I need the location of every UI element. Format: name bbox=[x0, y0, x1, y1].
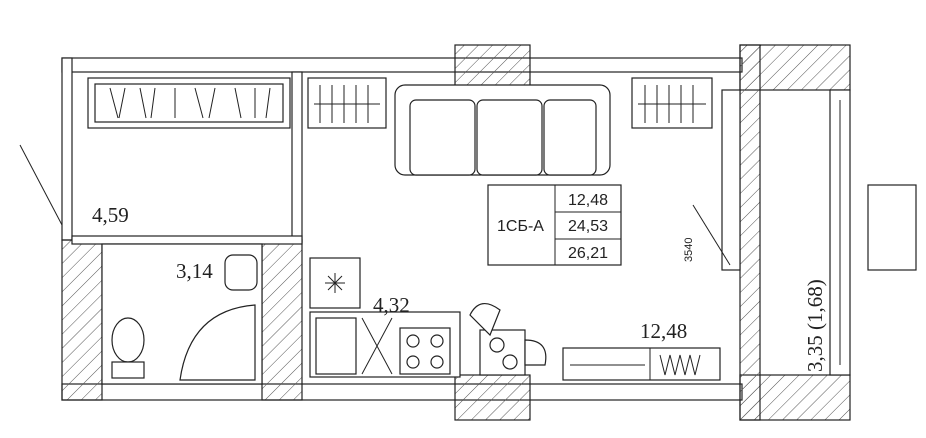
bathroom-fixtures bbox=[111, 254, 258, 381]
wall-bottom bbox=[61, 383, 743, 401]
bathroom-wall-left bbox=[61, 239, 103, 401]
entry-door-line bbox=[19, 144, 63, 226]
kitchen bbox=[309, 257, 461, 378]
area-total-with-balcony: 26,21 bbox=[568, 245, 608, 262]
wall-left bbox=[61, 57, 73, 241]
chair bbox=[524, 339, 547, 366]
balcony-area: 3,35 (1,68) bbox=[803, 279, 827, 372]
bathroom-wall-top bbox=[71, 235, 303, 245]
fridge-snowflake-icon bbox=[325, 273, 345, 293]
area-table: 1СБ-А 12,48 24,53 26,21 bbox=[487, 184, 622, 266]
chair bbox=[469, 303, 501, 337]
balcony-door bbox=[721, 89, 741, 271]
wall-top bbox=[61, 57, 743, 73]
column-bottom bbox=[454, 374, 531, 421]
sofa bbox=[394, 84, 611, 176]
shelf-left bbox=[307, 77, 387, 129]
dining-table bbox=[469, 303, 547, 376]
partition-wall bbox=[291, 71, 303, 243]
toilet bbox=[111, 317, 145, 363]
area-living: 12,48 bbox=[568, 192, 608, 209]
apartment-type: 1СБ-А bbox=[497, 218, 544, 235]
area-total: 24,53 bbox=[568, 218, 608, 235]
fridge bbox=[309, 257, 361, 309]
sink bbox=[224, 254, 258, 291]
corner-bathtub bbox=[179, 304, 256, 381]
balcony-ledge bbox=[867, 184, 917, 271]
column-top bbox=[454, 44, 531, 91]
dishwasher bbox=[361, 317, 393, 375]
living-room-area: 12,48 bbox=[640, 319, 687, 343]
stove bbox=[399, 327, 451, 375]
hallway-area: 4,59 bbox=[92, 203, 129, 227]
wardrobe bbox=[87, 77, 291, 129]
tv-stand bbox=[562, 347, 721, 381]
kitchen-area: 4,32 bbox=[373, 293, 410, 317]
dimension-label: 3540 bbox=[683, 238, 695, 262]
balcony-wall-inner bbox=[739, 44, 761, 421]
bathroom-wall-right bbox=[261, 239, 303, 401]
shelf-right bbox=[631, 77, 713, 129]
toilet-tank bbox=[111, 361, 145, 379]
bathroom-area: 3,14 bbox=[176, 259, 213, 283]
dimension-leader-line bbox=[692, 204, 731, 266]
kitchen-sink bbox=[315, 317, 357, 375]
